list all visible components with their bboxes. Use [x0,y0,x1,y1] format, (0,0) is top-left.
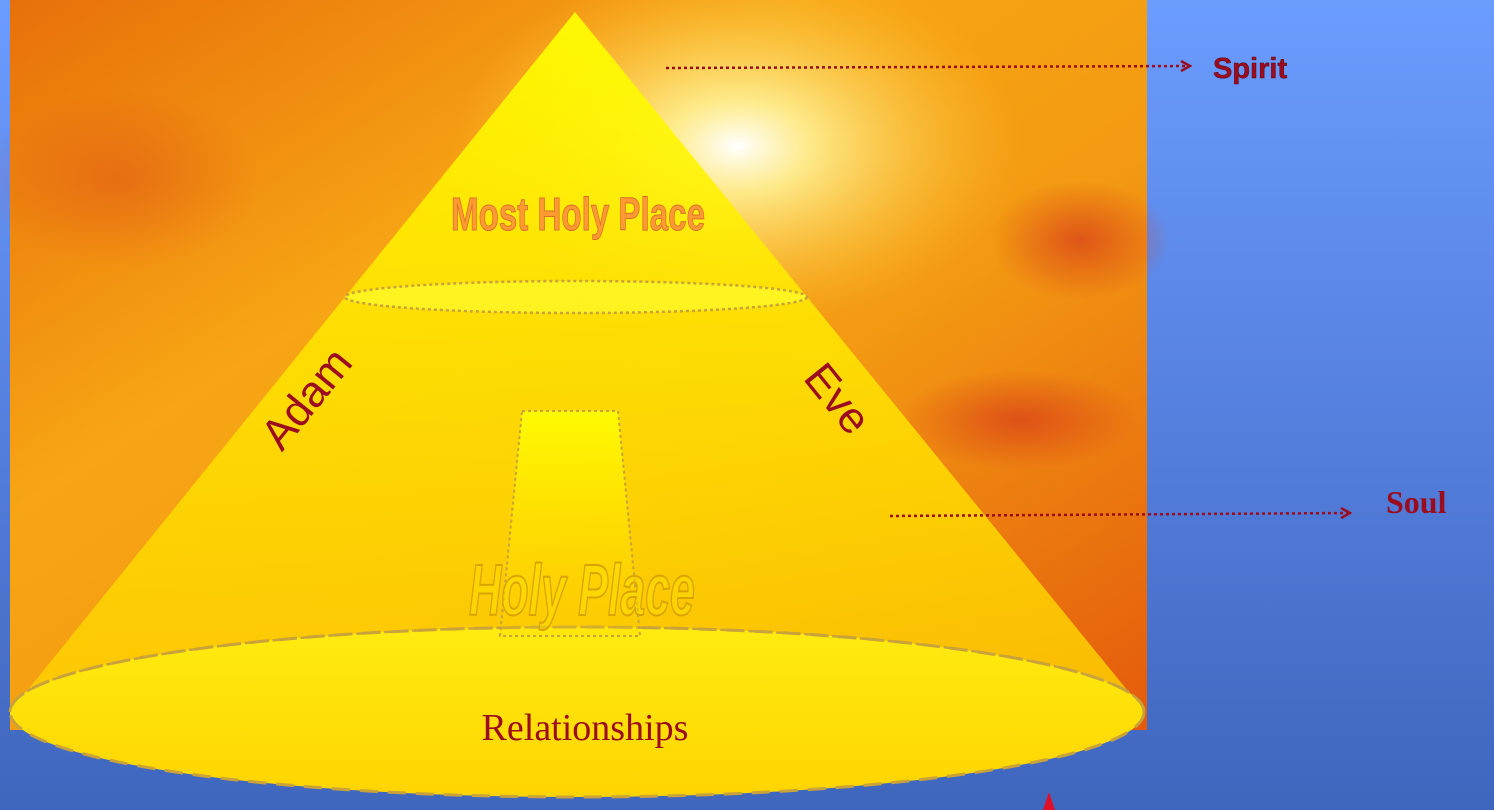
holy-place-label: Holy Place [469,550,695,631]
most-holy-place-label: Most Holy Place [451,190,705,240]
spirit-label: Spirit [1213,53,1287,85]
relationships-label: Relationships [482,707,689,749]
bottom-arrow-tip [1043,792,1055,810]
most-holy-place-boundary [345,281,807,313]
soul-label: Soul [1386,484,1447,520]
